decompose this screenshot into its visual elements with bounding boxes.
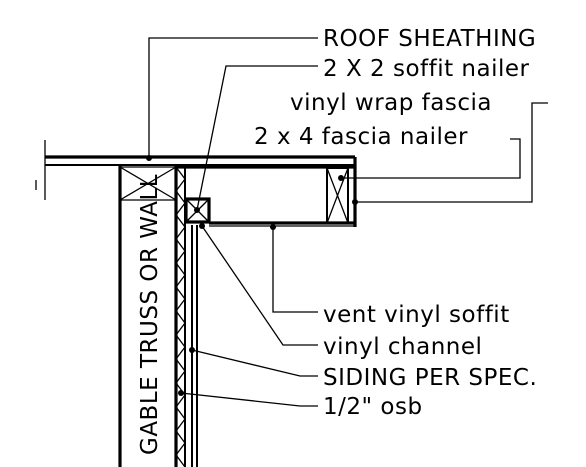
label-roof-sheathing: ROOF SHEATHING	[323, 26, 536, 52]
break-mark	[35, 170, 46, 200]
label-vent-vinyl-soffit: vent vinyl soffit	[323, 302, 510, 328]
fascia-nailer-block	[326, 167, 349, 224]
label-siding-per-spec: SIDING PER SPEC.	[323, 365, 537, 391]
label-fascia-nailer: 2 x 4 fascia nailer	[254, 124, 468, 150]
label-osb: 1/2" osb	[323, 394, 423, 420]
label-gable-truss-or-wall: GABLE TRUSS OR WALL	[137, 174, 163, 455]
leader-lines	[146, 37, 548, 407]
label-soffit-nailer: 2 X 2 soffit nailer	[323, 56, 530, 82]
label-vinyl-wrap-fascia: vinyl wrap fascia	[290, 90, 492, 116]
label-vinyl-channel: vinyl channel	[323, 334, 482, 360]
siding-layer	[191, 225, 198, 467]
